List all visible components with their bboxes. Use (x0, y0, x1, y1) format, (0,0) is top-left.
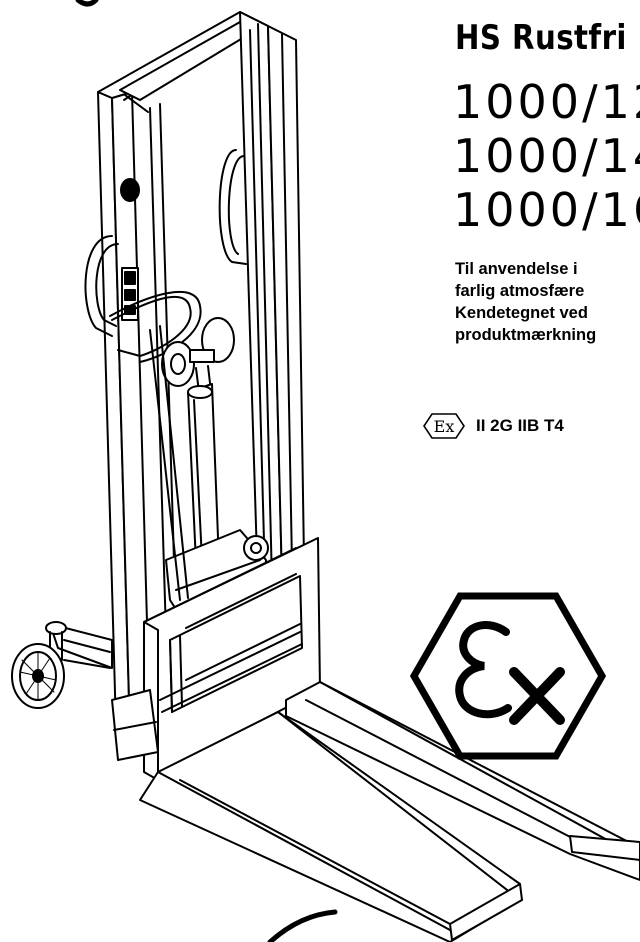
model-number: 1000/16 (453, 183, 640, 237)
svg-text:Ex: Ex (434, 417, 455, 436)
product-title: HS Rustfri (455, 18, 627, 58)
usage-description: Til anvendelse i farlig atmosfære Kendet… (455, 258, 596, 346)
atex-code: II 2G IIB T4 (476, 416, 564, 435)
description-line: Til anvendelse i (455, 260, 578, 278)
model-number: 1000/14 (453, 129, 640, 183)
model-number: 1000/12 (453, 75, 640, 129)
ex-small-icon: Ex (423, 413, 465, 439)
description-line: farlig atmosfære (455, 282, 585, 300)
description-line: produktmærkning (455, 326, 597, 344)
description-line: Kendetegnet ved (455, 304, 588, 322)
ex-hexagon-logo (410, 592, 606, 760)
atex-marking: Ex II 2G IIB T4 (422, 412, 564, 440)
